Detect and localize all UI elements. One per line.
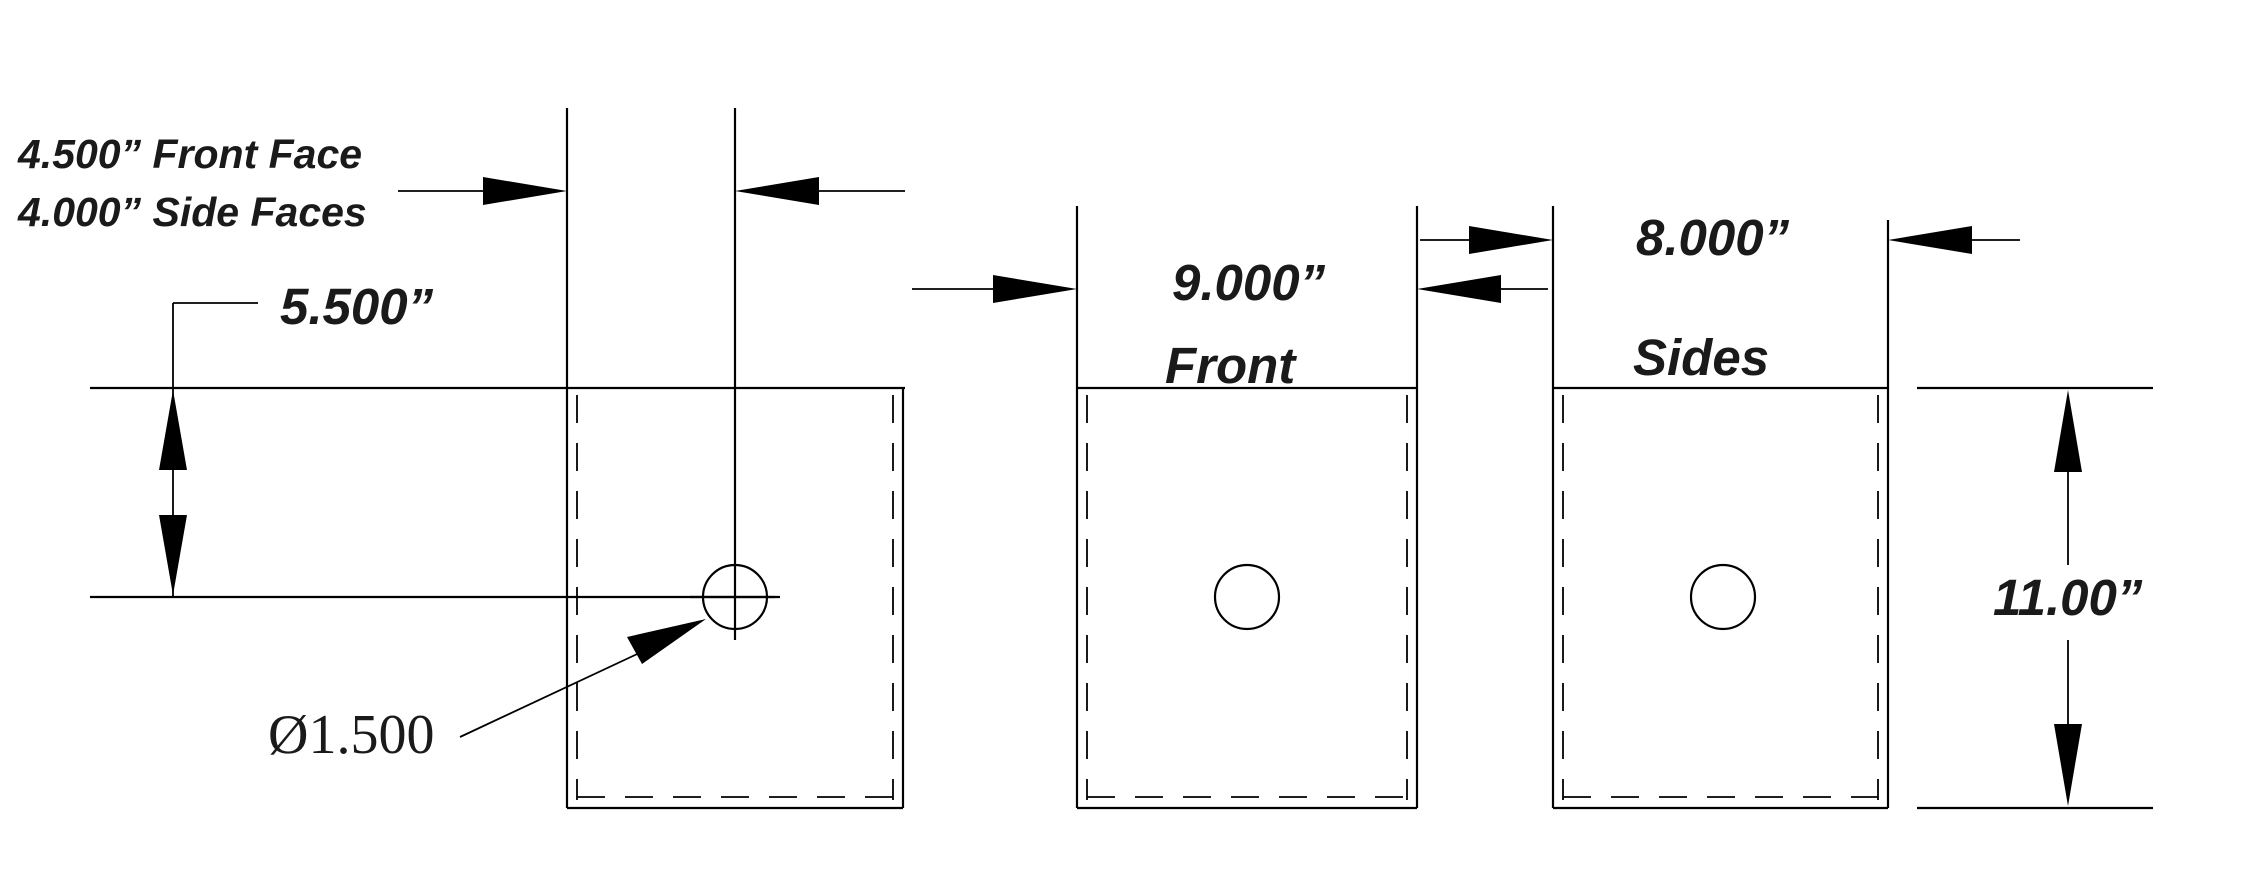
side-panel-view: 8.000” Sides (1420, 206, 2020, 810)
height-dim-arrow-down (159, 515, 187, 595)
side-width-arrow-right (1888, 226, 1972, 254)
hole-diameter-label: Ø1.500 (268, 704, 434, 766)
side-width-label: 8.000” (1636, 209, 1790, 266)
height-dim-arrow-up (159, 390, 187, 470)
panel-height-arrow-up (2054, 390, 2082, 472)
front-panel-name: Front (1165, 337, 1297, 394)
diameter-leader-arrow (627, 619, 706, 664)
front-width-label: 9.000” (1172, 254, 1326, 311)
hole-height-label: 5.500” (280, 278, 434, 335)
front-panel-hole (1213, 563, 1281, 631)
side-panel-name: Sides (1633, 329, 1769, 386)
side-face-offset-label: 4.000” Side Faces (17, 189, 367, 235)
side-panel-hole (1689, 563, 1757, 631)
front-face-offset-label: 4.500” Front Face (17, 131, 362, 177)
hole-location-view: 4.500” Front Face 4.000” Side Faces 5.50… (17, 108, 905, 810)
panel-height-dimension: 11.00” (1917, 386, 2153, 810)
panel-height-label: 11.00” (1993, 569, 2143, 626)
front-panel-view: 9.000” Front (912, 206, 1548, 810)
diameter-leader-line (459, 647, 651, 738)
offset-arrow-left (483, 177, 567, 205)
hole-circle (701, 563, 769, 631)
panel-height-arrow-down (2054, 724, 2082, 806)
side-width-arrow-left (1469, 226, 1553, 254)
front-width-arrow-left (993, 275, 1077, 303)
front-width-arrow-right (1417, 275, 1501, 303)
offset-arrow-right (735, 177, 819, 205)
